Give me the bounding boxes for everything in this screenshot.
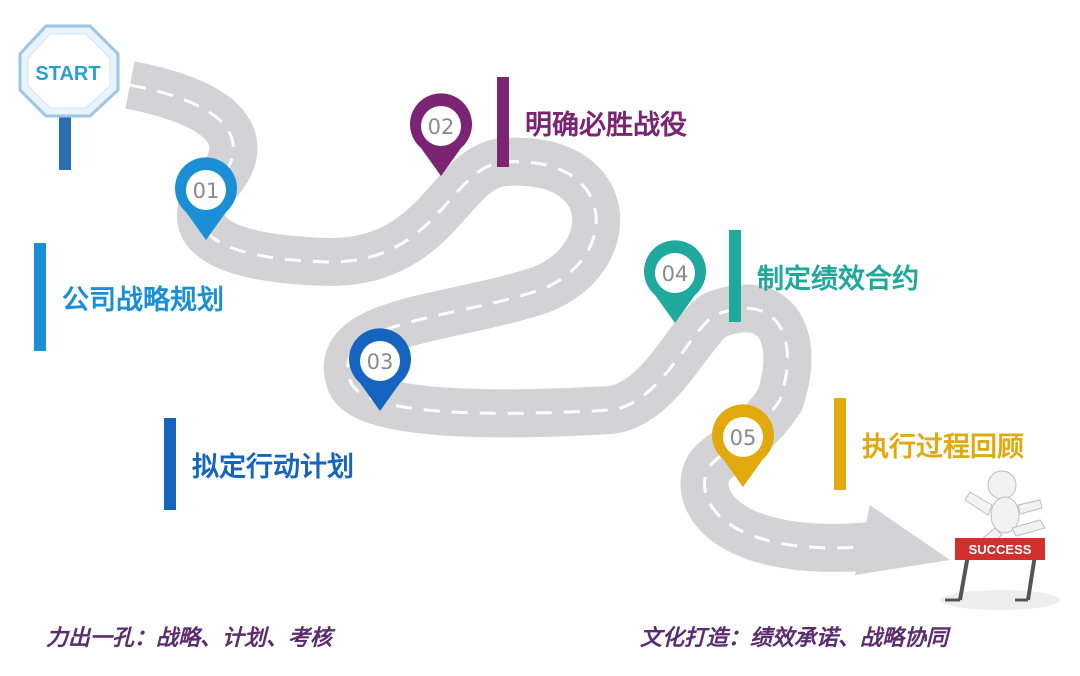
step-number-04: 04 [662, 262, 689, 286]
step-bar-02 [497, 77, 509, 167]
step-number-02: 02 [428, 115, 455, 139]
step-pin-02: 02 [410, 93, 472, 176]
success-hurdle: SUCCESS [940, 470, 1060, 610]
footer-left-caption: 力出一孔：战略、计划、考核 [46, 626, 333, 651]
start-sign-label: START [35, 63, 100, 85]
step-pin-03: 03 [349, 328, 411, 411]
step-bar-04 [729, 230, 741, 322]
footer-right-caption: 文化打造：绩效承诺、战略协同 [640, 626, 949, 651]
step-bar-03 [164, 418, 176, 510]
step-label-01: 公司战略规划 [34, 243, 224, 351]
step-label-03: 拟定行动计划 [164, 418, 354, 510]
step-number-03: 03 [367, 350, 394, 374]
road-arrowhead [855, 505, 950, 575]
step-bar-05 [834, 398, 846, 490]
step-bar-01 [34, 243, 46, 351]
step-number-01: 01 [193, 179, 220, 203]
step-text-05: 执行过程回顾 [862, 431, 1024, 463]
step-text-01: 公司战略规划 [62, 284, 224, 316]
step-label-04: 制定绩效合约 [729, 230, 919, 322]
step-label-02: 明确必胜战役 [497, 77, 687, 167]
step-text-02: 明确必胜战役 [525, 109, 687, 141]
step-text-03: 拟定行动计划 [192, 451, 354, 483]
success-banner [955, 538, 1045, 560]
step-label-05: 执行过程回顾 [834, 398, 1024, 490]
step-pin-01: 01 [175, 157, 237, 240]
start-sign: START [18, 24, 120, 170]
step-pin-04: 04 [644, 240, 706, 323]
step-text-04: 制定绩效合约 [757, 263, 919, 295]
success-banner-label: SUCCESS [969, 542, 1032, 557]
step-number-05: 05 [730, 426, 757, 450]
step-pin-05: 05 [712, 404, 774, 487]
